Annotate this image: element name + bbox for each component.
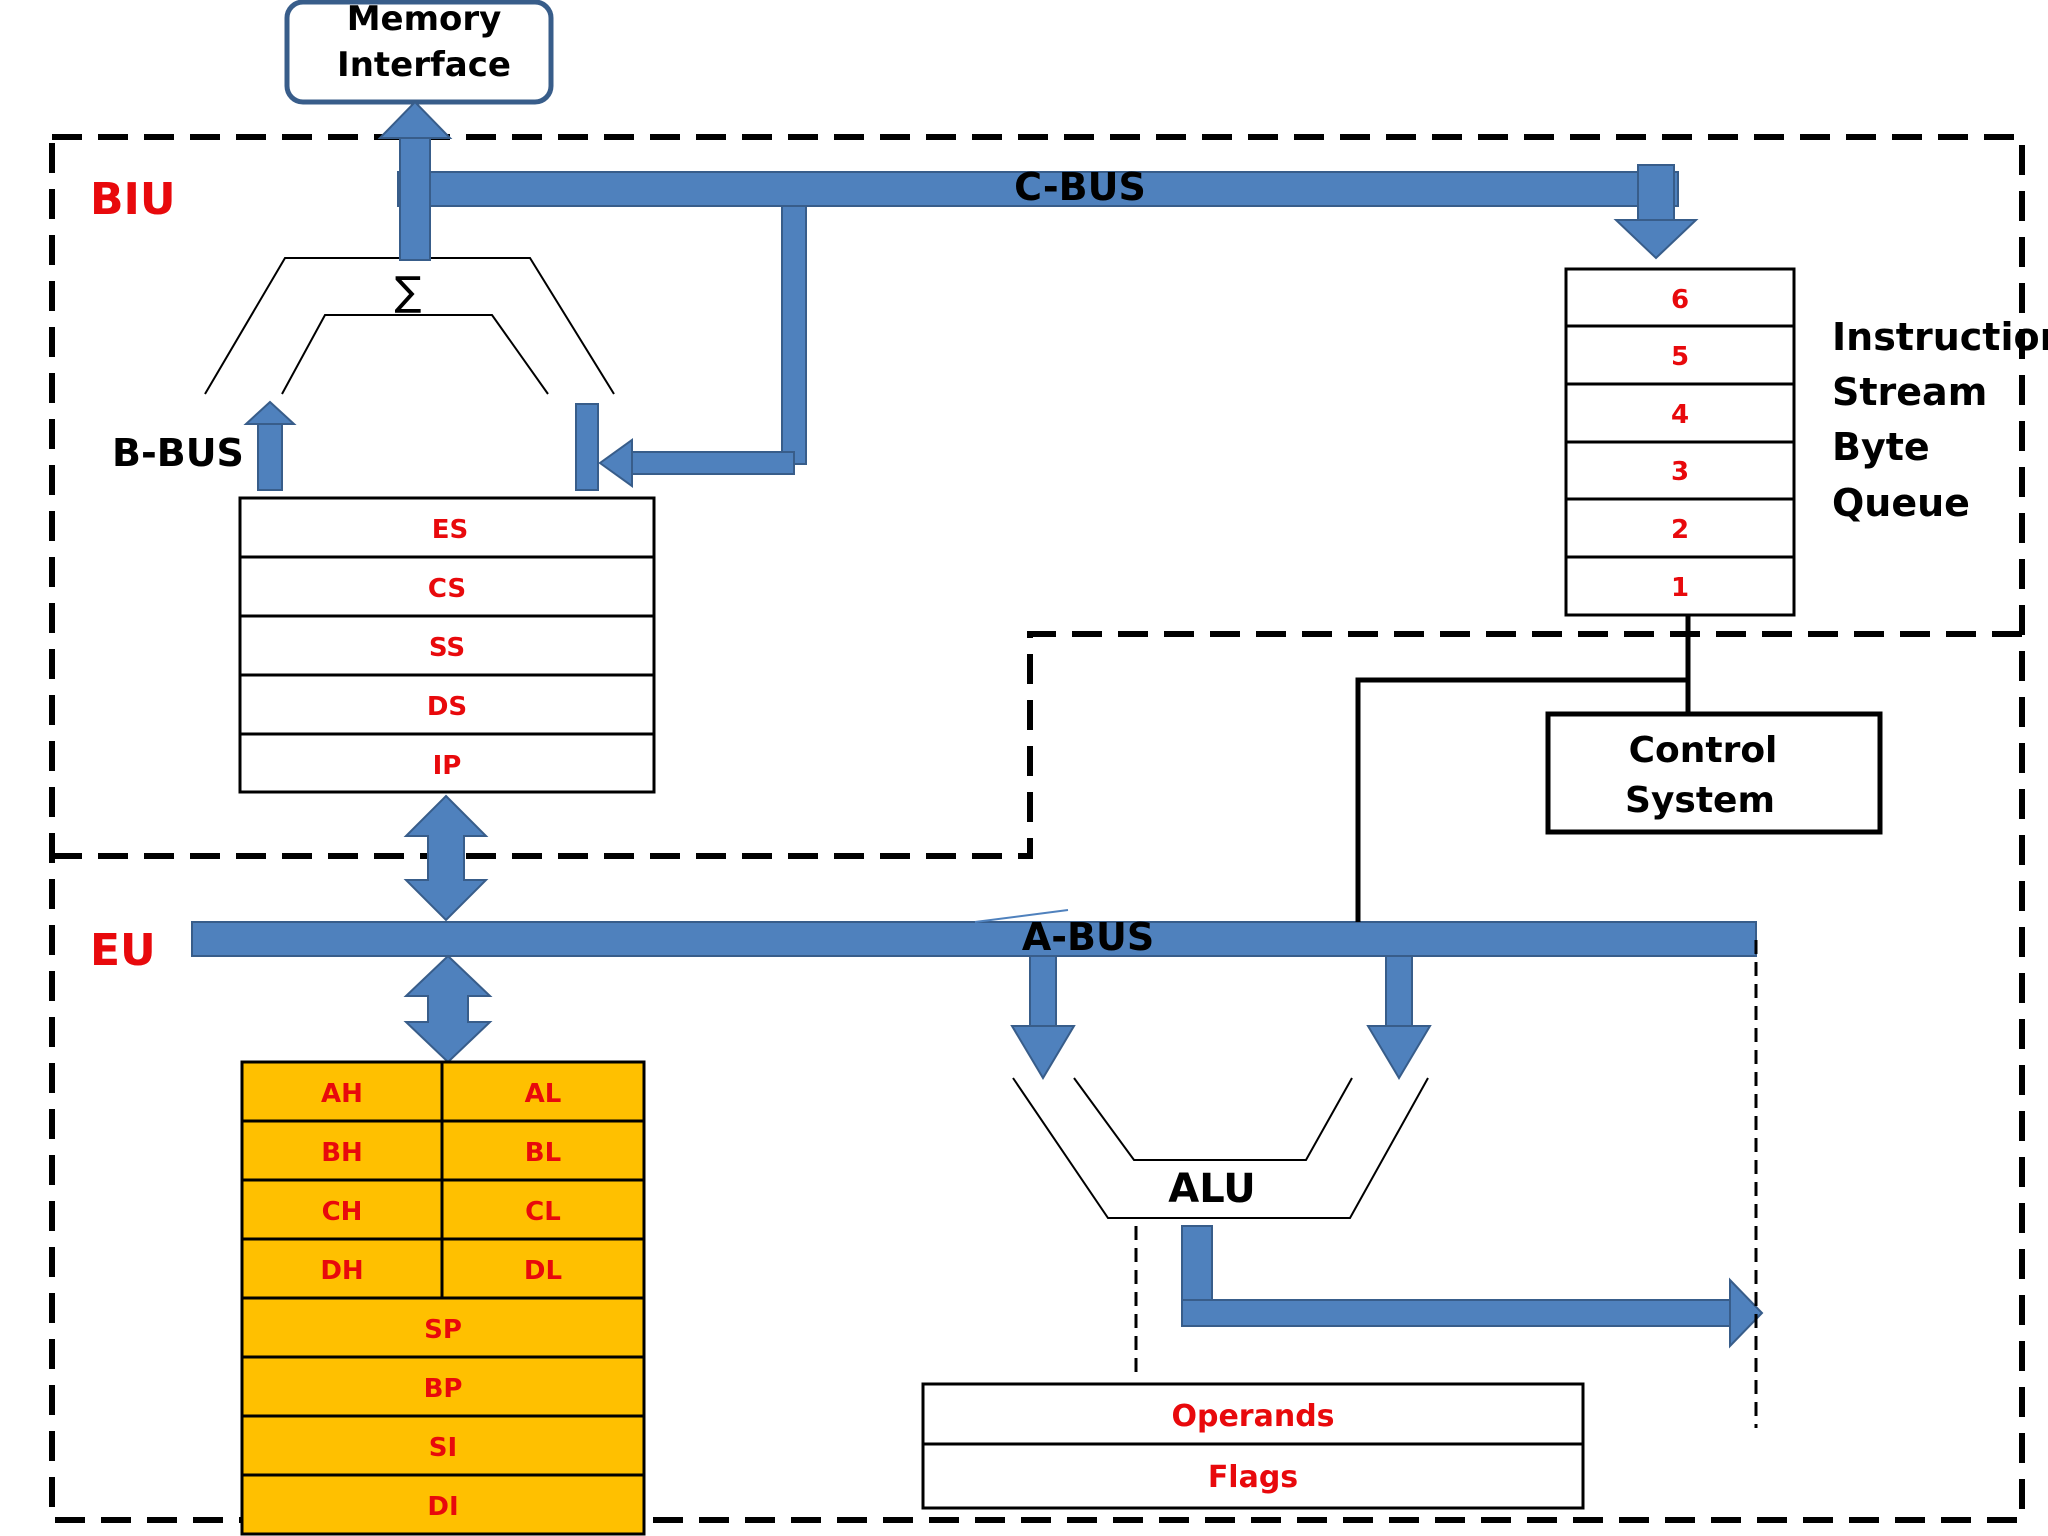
a-bus-label: A-BUS — [1022, 915, 1154, 959]
register-ds: DS — [427, 692, 467, 722]
register-ss: SS — [429, 633, 465, 663]
section-boundaries — [49, 134, 2025, 1523]
register-cl: CL — [525, 1197, 561, 1227]
segment-register-stack: ES CS SS DS IP — [238, 496, 656, 794]
c-bus — [377, 100, 1699, 491]
register-dh: DH — [320, 1256, 363, 1286]
register-ah: AH — [321, 1079, 363, 1109]
alu-output-arrow — [1181, 1225, 1764, 1349]
outer-boundary — [49, 134, 2025, 1523]
alu-label: ALU — [1168, 1166, 1256, 1212]
alu-shape — [1012, 1077, 1429, 1219]
c-bus-label: C-BUS — [1014, 165, 1146, 209]
register-es: ES — [432, 515, 469, 545]
b-bus-arrow — [243, 400, 297, 491]
instruction-queue-label: Instruction Stream Byte Queue — [1832, 315, 2048, 525]
general-register-stack: AH AL BH BL CH CL DH DL SP BP SI DI — [240, 1060, 646, 1536]
register-bp: BP — [424, 1374, 463, 1404]
sigma-symbol: ∑ — [395, 269, 422, 315]
a-bus — [191, 921, 1757, 957]
queue-slot-1: 1 — [1671, 573, 1689, 603]
address-adder: ∑ — [204, 257, 615, 395]
svg-text:Memory: Memory — [347, 0, 502, 39]
register-al: AL — [525, 1079, 562, 1109]
flags-label: Flags — [1208, 1460, 1298, 1495]
svg-text:System: System — [1625, 780, 1775, 821]
segment-to-abus-arrow — [403, 794, 489, 922]
alu-io-stack: Operands Flags — [921, 1382, 1585, 1510]
abus-to-gp-arrow — [403, 954, 493, 1064]
instruction-queue: 6 5 4 3 2 1 — [1564, 267, 1796, 617]
svg-text:Queue: Queue — [1832, 481, 1970, 525]
biu-label: BIU — [90, 174, 176, 225]
register-sp: SP — [424, 1315, 462, 1345]
control-lines — [1355, 615, 1691, 922]
queue-slot-5: 5 — [1671, 342, 1689, 372]
b-bus-label: B-BUS — [112, 431, 244, 475]
dashed-connectors — [1134, 940, 1758, 1428]
svg-text:Control: Control — [1629, 730, 1778, 771]
register-dl: DL — [524, 1256, 562, 1286]
register-di: DI — [427, 1492, 458, 1522]
eu-label: EU — [90, 925, 156, 976]
register-cs: CS — [428, 574, 466, 604]
register-ip: IP — [433, 751, 462, 781]
queue-slot-2: 2 — [1671, 515, 1689, 545]
queue-slot-3: 3 — [1671, 457, 1689, 487]
abus-to-alu-arrows — [1010, 955, 1432, 1080]
svg-text:Interface: Interface — [337, 45, 511, 85]
a-bus-mark — [974, 909, 1069, 923]
memory-interface-box: Memory Interface — [284, 0, 554, 105]
register-ch: CH — [322, 1197, 363, 1227]
register-bh: BH — [321, 1138, 363, 1168]
operands-label: Operands — [1171, 1399, 1334, 1434]
register-bl: BL — [525, 1138, 561, 1168]
queue-slot-6: 6 — [1671, 285, 1689, 315]
control-system-box: Control System — [1545, 711, 1883, 835]
svg-text:Stream: Stream — [1832, 370, 1987, 414]
queue-slot-4: 4 — [1671, 400, 1689, 430]
svg-text:Instruction: Instruction — [1832, 315, 2048, 359]
svg-text:Byte: Byte — [1832, 425, 1930, 469]
biu-eu-divider — [52, 631, 2022, 859]
register-si: SI — [429, 1433, 457, 1463]
